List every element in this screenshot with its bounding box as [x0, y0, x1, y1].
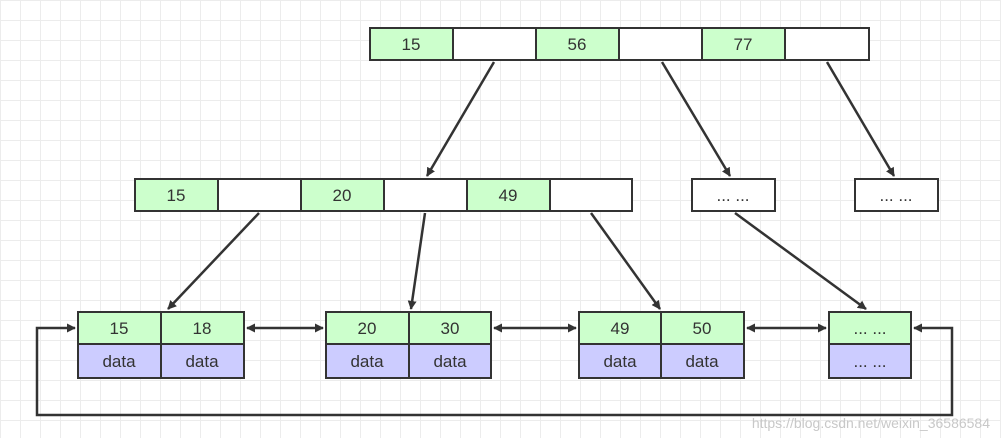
placeholder-cell	[854, 178, 939, 212]
internal-key-cell	[300, 178, 385, 212]
root-key-cell	[535, 27, 620, 61]
leaf-node: ... ... ... ...	[828, 311, 912, 379]
leaf-data-cell	[578, 343, 662, 379]
internal-key-label: 49	[499, 186, 518, 205]
pointer-arrow	[407, 212, 427, 310]
leaf-node: 20 30 data data	[325, 311, 492, 379]
pointer-arrow	[825, 61, 896, 177]
watermark: https://blog.csdn.net/weixin_36586584	[752, 415, 990, 431]
leaf-node: 49 50 data data	[578, 311, 745, 379]
internal-key-label: 20	[333, 186, 352, 205]
pointer-arrow	[589, 212, 662, 310]
internal-node: 15 20 49	[134, 178, 633, 212]
placeholder-label: ... ...	[879, 186, 912, 205]
leaf-data-label: data	[102, 352, 136, 371]
root-key-label: 56	[568, 35, 587, 54]
root-key-cell	[701, 27, 786, 61]
internal-pointer-cell	[217, 178, 302, 212]
leaf-key-label: 15	[110, 319, 129, 338]
root-key-label: 77	[734, 35, 753, 54]
pointer-arrow	[167, 212, 260, 310]
leaf-key-label: 18	[193, 319, 212, 338]
internal-key-label: 15	[167, 186, 186, 205]
root-pointer-cell	[452, 27, 537, 61]
internal-key-cell	[466, 178, 551, 212]
placeholder-cell	[691, 178, 776, 212]
root-key-label: 15	[402, 35, 421, 54]
leaf-key-label: ... ...	[853, 319, 886, 338]
leaf-data-cell	[660, 343, 745, 379]
pointer-arrow	[425, 61, 496, 177]
leaf-data-label: ... ...	[853, 352, 886, 371]
leaf-node: 15 18 data data	[77, 311, 245, 379]
internal-pointer-cell	[383, 178, 468, 212]
leaf-data-cell	[408, 343, 492, 379]
root-pointer-cell	[618, 27, 703, 61]
root-node: 15 56 77	[369, 27, 870, 61]
leaf-key-label: 30	[441, 319, 460, 338]
leaf-data-label: data	[433, 352, 467, 371]
placeholder-label: ... ...	[716, 186, 749, 205]
placeholder-node: ... ...	[691, 178, 776, 212]
internal-pointer-cell	[549, 178, 633, 212]
root-pointer-cell	[784, 27, 870, 61]
pointer-arrow	[660, 61, 732, 177]
leaf-key-label: 49	[611, 319, 630, 338]
pointer-arrow	[734, 211, 867, 311]
leaf-data-label: data	[603, 352, 637, 371]
root-key-cell	[369, 27, 454, 61]
leaf-data-label: data	[685, 352, 719, 371]
leaf-key-label: 50	[693, 319, 712, 338]
leaf-data-cell	[160, 343, 245, 379]
wraparound-link-arrow	[35, 323, 954, 417]
leaf-data-label: data	[185, 352, 219, 371]
leaf-key-label: 20	[358, 319, 377, 338]
leaf-data-cell	[828, 343, 912, 379]
placeholder-node: ... ...	[854, 178, 939, 212]
leaf-data-label: data	[350, 352, 384, 371]
